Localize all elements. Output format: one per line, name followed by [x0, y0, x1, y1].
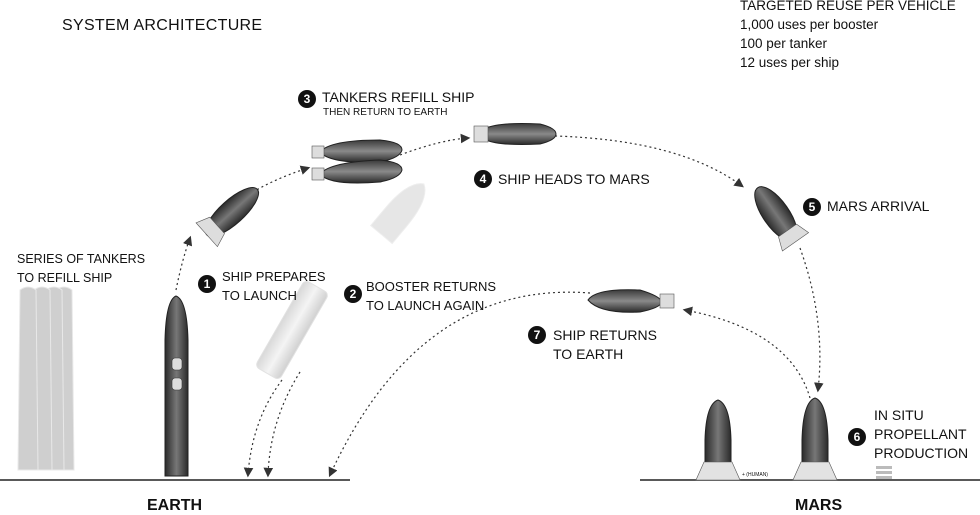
mars-label: MARS [795, 497, 843, 514]
step-5-title: MARS ARRIVAL [827, 198, 930, 214]
step-2-label: BOOSTER RETURNS TO LAUNCH AGAIN [366, 277, 496, 315]
step-2-badge: 2 [344, 285, 362, 303]
ship-on-pad-icon [164, 295, 189, 477]
step-1-line2: TO LAUNCH [222, 288, 297, 303]
step-2-line2: TO LAUNCH AGAIN [366, 298, 485, 313]
step-6-label: IN SITU PROPELLANT PRODUCTION [874, 406, 968, 463]
booster-returning-icon [256, 281, 328, 379]
step-6-line1: IN SITU [874, 407, 924, 423]
step-7-badge: 7 [528, 326, 546, 344]
step-3-title: TANKERS REFILL SHIP [322, 89, 475, 105]
step-2-line1: BOOSTER RETURNS [366, 279, 497, 294]
page-title: SYSTEM ARCHITECTURE [62, 17, 263, 34]
reuse-box: TARGETED REUSE PER VEHICLE 1,000 uses pe… [740, 0, 956, 72]
ship-ascending-icon [195, 187, 260, 248]
booster-return-path-2 [263, 371, 301, 478]
tankers-label: SERIES OF TANKERS TO REFILL SHIP [17, 250, 145, 288]
tankers-label-line1: SERIES OF TANKERS [17, 252, 146, 266]
descent-trajectory [799, 247, 824, 393]
launch-trajectory [175, 235, 193, 291]
step-7-line2: TO EARTH [553, 346, 624, 362]
step-5-badge: 5 [803, 198, 821, 216]
tanker-series-icon [17, 286, 75, 471]
reuse-ship: 12 uses per ship [740, 55, 840, 70]
reuse-heading: TARGETED REUSE PER VEHICLE [740, 0, 956, 13]
tanker-refuel-pair-icon [311, 139, 403, 184]
return-trajectory [328, 291, 591, 478]
mars-ship-left-icon [695, 399, 741, 481]
orbit-trajectory-2 [399, 133, 471, 156]
ship-return-icon [587, 289, 675, 313]
step-4-badge: 4 [474, 170, 492, 188]
reuse-tanker: 100 per tanker [740, 36, 828, 51]
humans-label: + (HUMAN) [742, 472, 768, 478]
step-3-badge: 3 [298, 90, 316, 108]
booster-ghost-icon [370, 183, 426, 245]
earth-label: EARTH [147, 497, 203, 514]
step-6-badge: 6 [848, 428, 866, 446]
step-1-label: SHIP PREPARES TO LAUNCH [222, 267, 326, 305]
mars-ship-right-icon [792, 397, 838, 481]
transfer-trajectory [554, 135, 744, 188]
tankers-label-line2: TO REFILL SHIP [17, 271, 113, 285]
step-6-line2: PROPELLANT [874, 426, 967, 442]
step-1-line1: SHIP PREPARES [222, 269, 326, 284]
step-7-line1: SHIP RETURNS [553, 327, 657, 343]
step-4-title: SHIP HEADS TO MARS [498, 171, 650, 187]
booster-return-path-1 [243, 379, 283, 478]
propellant-plant-icon [876, 466, 892, 479]
step-6-line3: PRODUCTION [874, 445, 969, 461]
ship-arrival-icon [754, 186, 810, 252]
step-1-badge: 1 [198, 275, 216, 293]
mars-ascent-path [682, 306, 811, 399]
reuse-booster: 1,000 uses per booster [740, 17, 879, 32]
step-7-label: SHIP RETURNS TO EARTH [553, 326, 657, 364]
step-3-subtitle: THEN RETURN TO EARTH [323, 107, 448, 118]
ship-transit-icon [473, 123, 557, 145]
